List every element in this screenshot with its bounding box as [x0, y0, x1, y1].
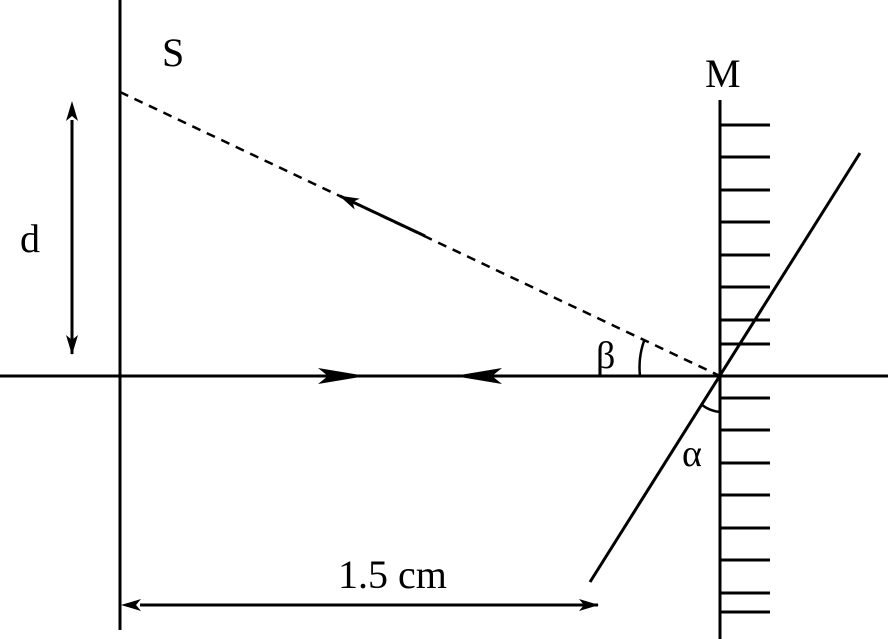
beta-label: β: [596, 335, 615, 377]
alpha-arc: [701, 403, 721, 414]
ray-arrow-left: [454, 368, 502, 384]
alpha-label: α: [682, 433, 702, 475]
ray-arrow-right: [318, 368, 366, 384]
tilted-mirror-line: [588, 152, 862, 583]
mirror-label: M: [705, 51, 741, 96]
mirror-hatching: [720, 123, 770, 614]
beta-arc: [638, 340, 646, 377]
source-label: S: [162, 30, 184, 75]
distance-label: 1.5 cm: [338, 552, 447, 597]
separation-label: d: [20, 216, 40, 261]
reflected-ray-arrow: [339, 194, 426, 238]
